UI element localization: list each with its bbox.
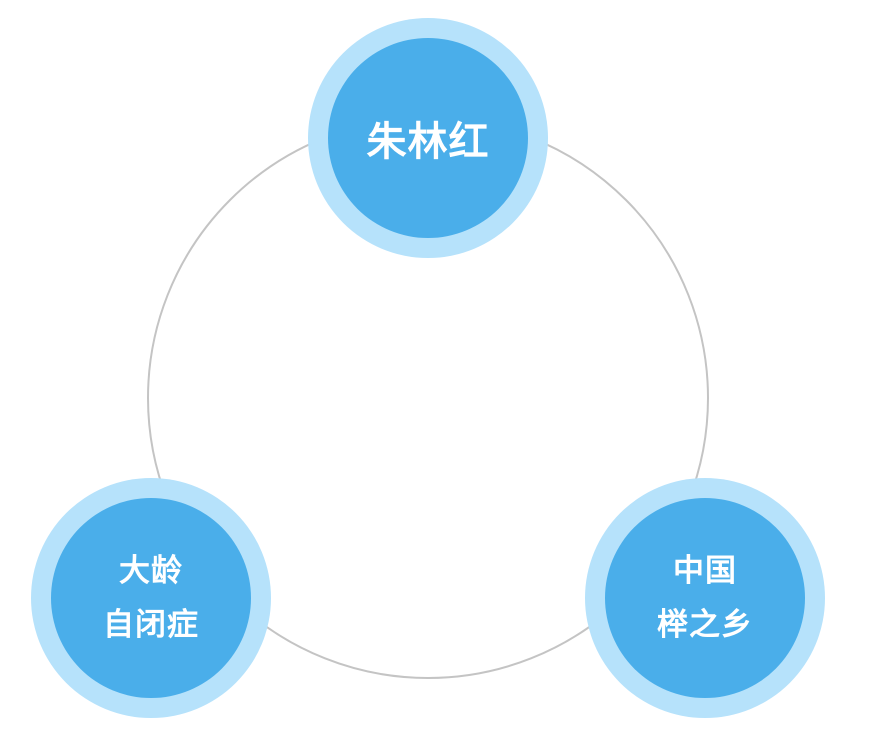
node-left-label-line2: 自闭症 <box>103 607 199 643</box>
node-left-label-line1: 大龄 <box>119 553 183 589</box>
node-right: 中国 榉之乡 <box>585 478 825 718</box>
node-top-core: 朱林红 <box>328 38 528 238</box>
node-right-core: 中国 榉之乡 <box>605 498 805 698</box>
node-top-label: 朱林红 <box>366 119 490 165</box>
node-right-label-line2: 榉之乡 <box>657 607 753 643</box>
node-top: 朱林红 <box>308 18 548 258</box>
node-right-label-line1: 中国 <box>673 553 737 589</box>
node-left-core: 大龄 自闭症 <box>51 498 251 698</box>
node-left: 大龄 自闭症 <box>31 478 271 718</box>
